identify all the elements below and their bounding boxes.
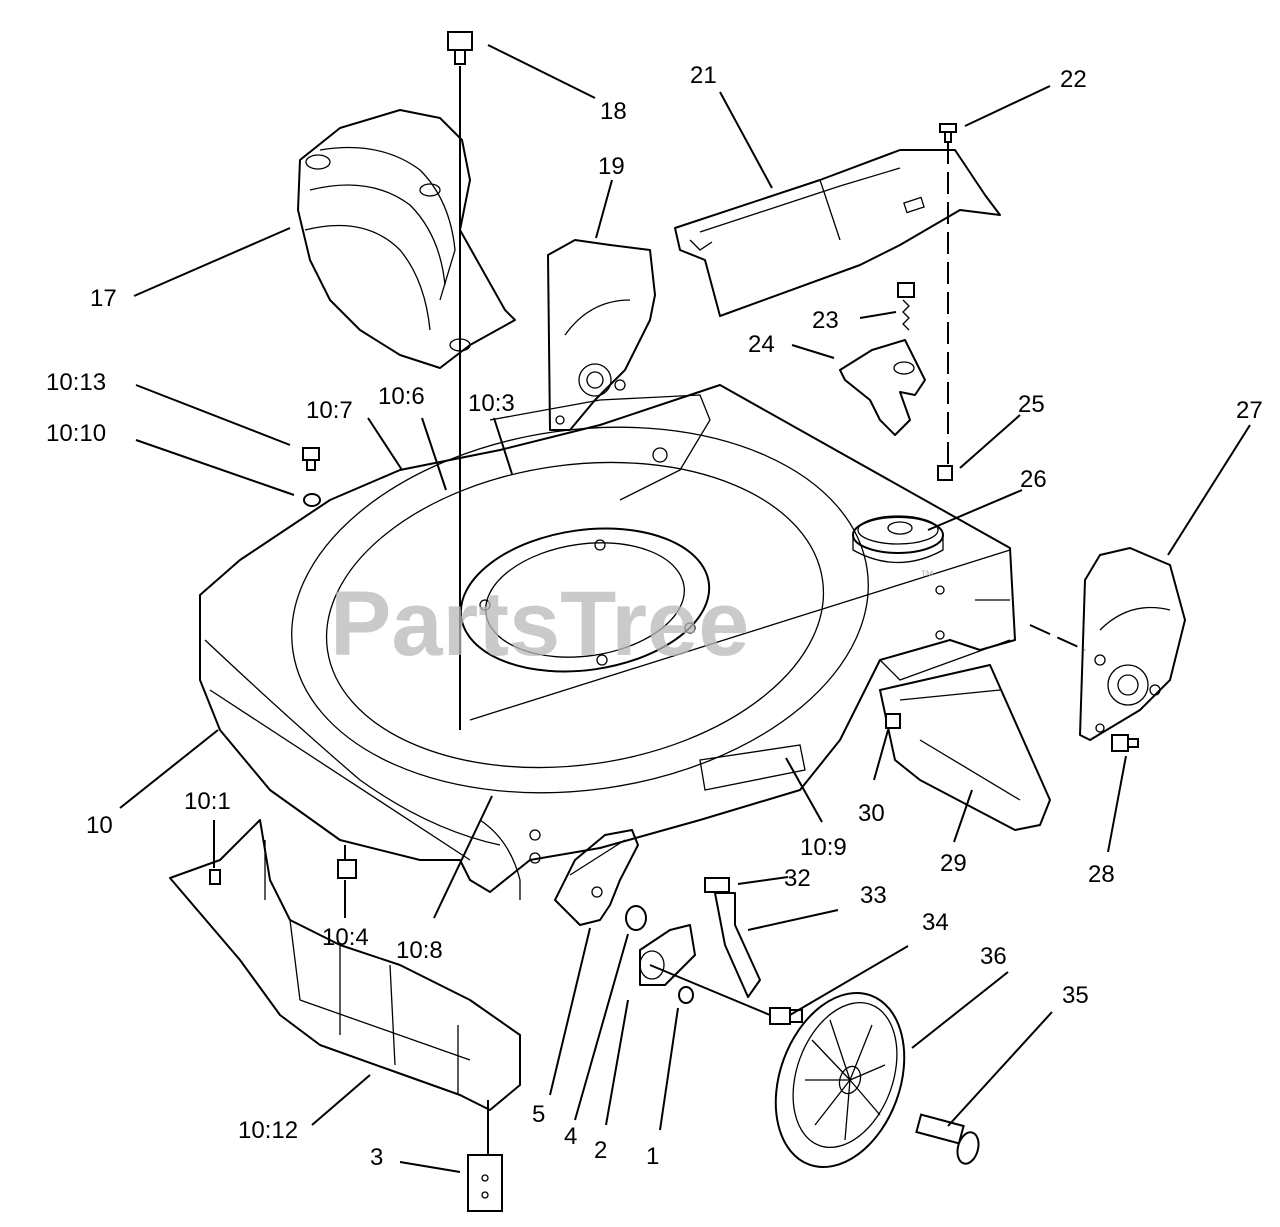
assembly-lines bbox=[344, 66, 1086, 1155]
part-10-1-nut[interactable] bbox=[209, 869, 221, 885]
callout-30: 30 bbox=[858, 800, 885, 827]
part-10-12-front-skirt[interactable] bbox=[169, 819, 521, 1111]
part-25-nut[interactable] bbox=[937, 465, 953, 481]
callout-10-1: 10:1 bbox=[184, 788, 231, 815]
callout-33: 33 bbox=[860, 882, 887, 909]
watermark-trademark: ™ bbox=[920, 567, 934, 583]
callout-26: 26 bbox=[1020, 466, 1047, 493]
watermark-text: PartsTree bbox=[330, 573, 749, 675]
part-3-plate[interactable] bbox=[467, 1154, 503, 1212]
part-1-washer[interactable] bbox=[678, 986, 694, 1004]
callout-10-13: 10:13 bbox=[46, 369, 106, 396]
callout-22: 22 bbox=[1060, 66, 1087, 93]
part-22-screw[interactable] bbox=[939, 123, 957, 143]
part-35-axle-bolt[interactable] bbox=[915, 1113, 981, 1166]
part-28-bolt[interactable] bbox=[1111, 734, 1139, 752]
callout-18: 18 bbox=[600, 98, 627, 125]
callout-27: 27 bbox=[1236, 397, 1263, 424]
callout-10-8: 10:8 bbox=[396, 937, 443, 964]
callout-25: 25 bbox=[1018, 391, 1045, 418]
part-10-4-clip[interactable] bbox=[337, 859, 357, 879]
part-17-rear-cover[interactable] bbox=[297, 109, 516, 369]
part-2-lever[interactable] bbox=[639, 924, 696, 986]
callout-23: 23 bbox=[812, 307, 839, 334]
part-29-rear-skirt[interactable] bbox=[879, 664, 1051, 831]
callout-28: 28 bbox=[1088, 861, 1115, 888]
callout-2: 2 bbox=[594, 1137, 607, 1164]
callout-17: 17 bbox=[90, 285, 117, 312]
part-33-link[interactable] bbox=[714, 892, 761, 998]
callout-10-12: 10:12 bbox=[238, 1117, 298, 1144]
callout-10-7: 10:7 bbox=[306, 397, 353, 424]
callout-3: 3 bbox=[370, 1144, 383, 1171]
part-5-height-selector[interactable] bbox=[554, 829, 639, 926]
part-10-13-bolt[interactable] bbox=[302, 447, 320, 471]
part-32-clip[interactable] bbox=[704, 877, 730, 893]
callout-labels: 18 19 21 22 17 23 24 10:13 10:7 10:6 10:… bbox=[46, 62, 1263, 1171]
callout-36: 36 bbox=[980, 943, 1007, 970]
callout-10-4: 10:4 bbox=[322, 924, 369, 951]
callout-32: 32 bbox=[784, 865, 811, 892]
callout-10-10: 10:10 bbox=[46, 420, 106, 447]
callout-34: 34 bbox=[922, 909, 949, 936]
callout-10-6: 10:6 bbox=[378, 383, 425, 410]
part-27-adjuster-plate[interactable] bbox=[1079, 547, 1186, 741]
part-10-deck[interactable] bbox=[199, 384, 1016, 900]
callout-4: 4 bbox=[564, 1123, 577, 1150]
callout-10: 10 bbox=[86, 812, 113, 839]
callout-10-3: 10:3 bbox=[468, 390, 515, 417]
callout-19: 19 bbox=[598, 153, 625, 180]
part-26-pulley[interactable] bbox=[852, 515, 944, 564]
part-30-nut[interactable] bbox=[885, 713, 901, 729]
part-18-bolt[interactable] bbox=[447, 31, 473, 65]
part-24-bracket[interactable] bbox=[839, 339, 926, 436]
callout-29: 29 bbox=[940, 850, 967, 877]
callout-1: 1 bbox=[646, 1143, 659, 1170]
callout-5: 5 bbox=[532, 1101, 545, 1128]
callout-24: 24 bbox=[748, 331, 775, 358]
callout-leaders bbox=[119, 44, 1251, 1173]
part-23-spring[interactable] bbox=[897, 282, 915, 331]
part-10-10-washer[interactable] bbox=[303, 493, 321, 507]
callout-10-9: 10:9 bbox=[800, 834, 847, 861]
part-21-bracket-cover[interactable] bbox=[674, 149, 1001, 317]
part-4-washer[interactable] bbox=[625, 905, 647, 931]
callout-21: 21 bbox=[690, 62, 717, 89]
callout-35: 35 bbox=[1062, 982, 1089, 1009]
part-36-wheel[interactable] bbox=[753, 975, 927, 1185]
watermark: PartsTree ™ bbox=[330, 567, 934, 675]
part-19-adjuster-plate[interactable] bbox=[547, 239, 656, 431]
